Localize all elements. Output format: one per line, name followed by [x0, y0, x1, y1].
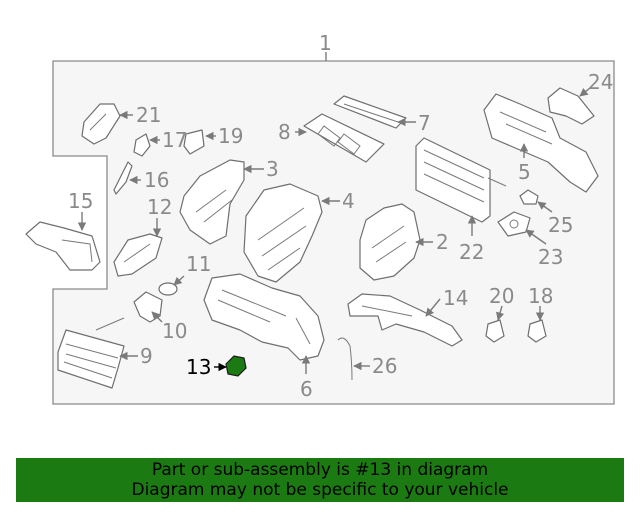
- part-8-shape: [303, 113, 385, 163]
- callout-13[interactable]: 13: [186, 355, 211, 379]
- part-7-shape: [333, 95, 407, 129]
- part-2-shape: [359, 203, 421, 281]
- part-21-shape: [81, 103, 121, 145]
- callout-7[interactable]: 7: [418, 111, 431, 135]
- callout-26[interactable]: 26: [372, 354, 397, 378]
- callout-19[interactable]: 19: [218, 124, 243, 148]
- callout-5[interactable]: 5: [518, 160, 531, 184]
- part-16-shape: [113, 161, 133, 195]
- part-19-shape: [183, 129, 205, 155]
- callout-12[interactable]: 12: [147, 195, 172, 219]
- part-4-shape: [243, 183, 323, 283]
- info-banner: Part or sub-assembly is #13 in diagram D…: [16, 458, 624, 502]
- part-12-shape: [113, 233, 163, 277]
- part-6-shape: [203, 273, 325, 361]
- callout-18[interactable]: 18: [528, 284, 553, 308]
- part-24-shape: [547, 87, 595, 125]
- callout-25[interactable]: 25: [548, 213, 573, 237]
- part-14-shape: [347, 293, 463, 347]
- callout-11[interactable]: 11: [186, 252, 211, 276]
- callout-15[interactable]: 15: [68, 189, 93, 213]
- callout-2[interactable]: 2: [436, 230, 449, 254]
- callout-10[interactable]: 10: [162, 319, 187, 343]
- part-9-shape: [57, 317, 125, 389]
- callout-23[interactable]: 23: [538, 245, 563, 269]
- callout-3[interactable]: 3: [266, 157, 279, 181]
- banner-line-disclaimer: Diagram may not be specific to your vehi…: [131, 480, 509, 500]
- part-17-shape: [133, 133, 151, 157]
- callout-9[interactable]: 9: [140, 344, 153, 368]
- callout-4[interactable]: 4: [342, 189, 355, 213]
- banner-line-part-number: Part or sub-assembly is #13 in diagram: [151, 460, 489, 480]
- part-11-shape: [158, 282, 178, 296]
- part-23-shape: [497, 211, 531, 237]
- part-3-shape: [179, 159, 245, 245]
- callout-21[interactable]: 21: [136, 103, 161, 127]
- part-15-shape: [25, 221, 101, 271]
- callout-24[interactable]: 24: [588, 70, 613, 94]
- callout-8[interactable]: 8: [278, 120, 291, 144]
- callout-16[interactable]: 16: [144, 168, 169, 192]
- callout-20[interactable]: 20: [489, 284, 514, 308]
- parts-diagram: 1 2 3 4 5 6 7 8 9 10 11 12 13 14 15 16 1…: [25, 31, 615, 405]
- callout-17[interactable]: 17: [162, 128, 187, 152]
- part-13-shape: [225, 355, 247, 377]
- part-26-shape: [337, 337, 353, 381]
- part-25-shape: [519, 189, 539, 205]
- callout-14[interactable]: 14: [443, 286, 468, 310]
- callout-6[interactable]: 6: [300, 377, 313, 401]
- callout-22[interactable]: 22: [459, 240, 484, 264]
- callout-1[interactable]: 1: [319, 31, 332, 55]
- part-22-shape: [415, 137, 507, 223]
